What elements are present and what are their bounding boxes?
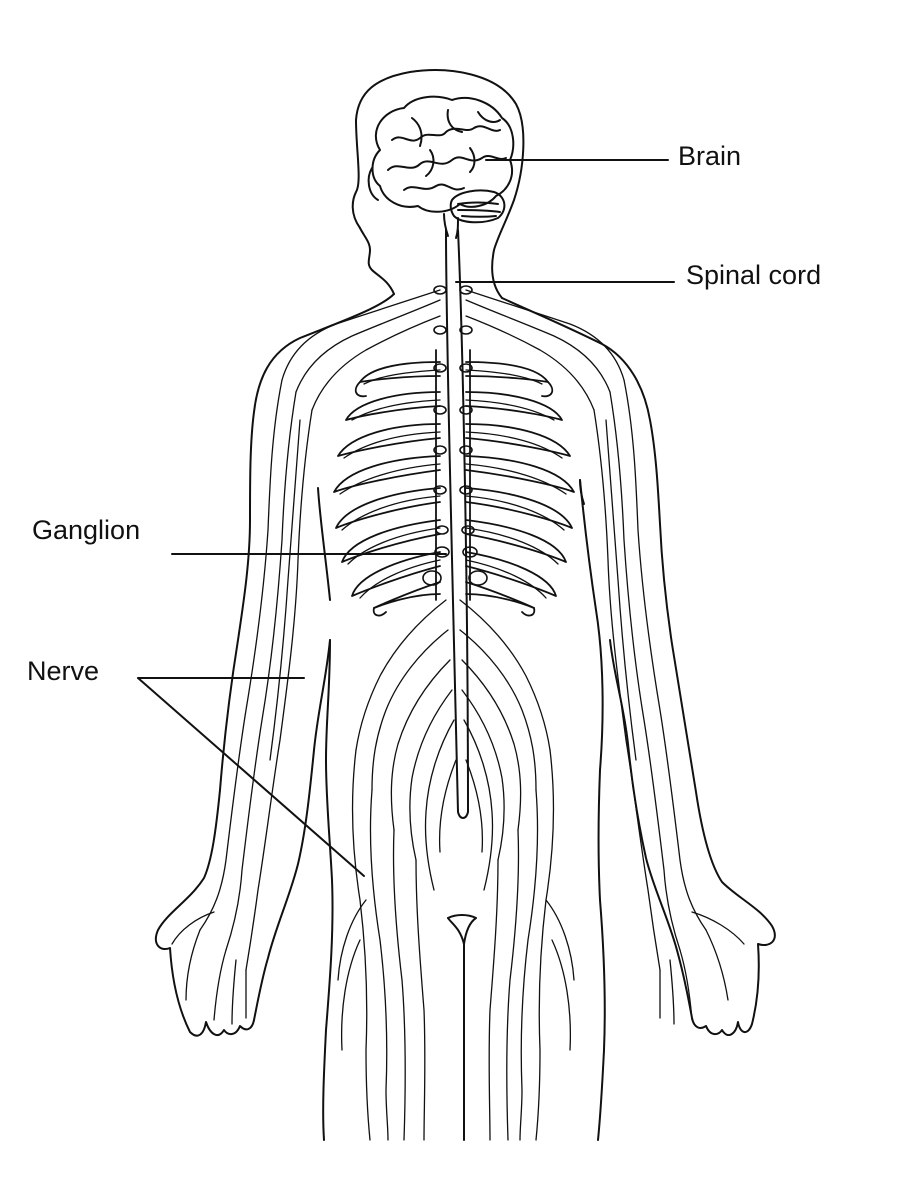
head-outline — [353, 70, 524, 298]
nerve-label: Nerve — [27, 656, 100, 686]
sciatic-nerve-left — [353, 750, 370, 1140]
ganglion-node — [434, 486, 446, 494]
nerve-leader-line-leg — [138, 678, 364, 876]
body-outline-icon — [156, 70, 775, 1140]
ganglion-node — [460, 446, 472, 454]
brain-icon — [373, 97, 514, 238]
brain-label: Brain — [678, 141, 742, 171]
ganglion-node — [463, 547, 477, 557]
ganglion-node — [423, 571, 441, 585]
left-shoulder-outline — [156, 294, 394, 1036]
peripheral-nerves — [172, 290, 744, 1140]
right-torso-outline — [580, 480, 605, 1140]
ganglion-label: Ganglion — [32, 515, 141, 545]
leader-lines — [138, 160, 674, 876]
ganglion-node — [434, 406, 446, 414]
ganglion-node — [434, 286, 446, 294]
ganglion-node — [434, 326, 446, 334]
ganglion-node — [434, 446, 446, 454]
ganglia — [423, 286, 487, 585]
ganglion-node — [462, 526, 474, 534]
crotch-outline — [448, 915, 476, 1140]
ganglion-node — [460, 406, 472, 414]
sciatic-nerve-right — [536, 750, 553, 1140]
left-torso-outline — [323, 640, 332, 1140]
spinal-cord-label: Spinal cord — [686, 260, 822, 290]
right-shoulder-outline — [502, 298, 775, 1035]
ganglion-node — [469, 571, 487, 585]
ganglion-node — [460, 286, 472, 294]
cerebellum — [451, 190, 505, 222]
ganglion-node — [436, 526, 448, 534]
rib-cage-icon — [334, 350, 574, 615]
ganglion-node — [460, 326, 472, 334]
ganglion-node — [460, 364, 472, 372]
ganglion-node — [435, 547, 449, 557]
ganglion-node — [460, 486, 472, 494]
ganglion-node — [434, 364, 446, 372]
spinal-cord-icon — [446, 230, 468, 818]
face-profile — [360, 228, 394, 294]
